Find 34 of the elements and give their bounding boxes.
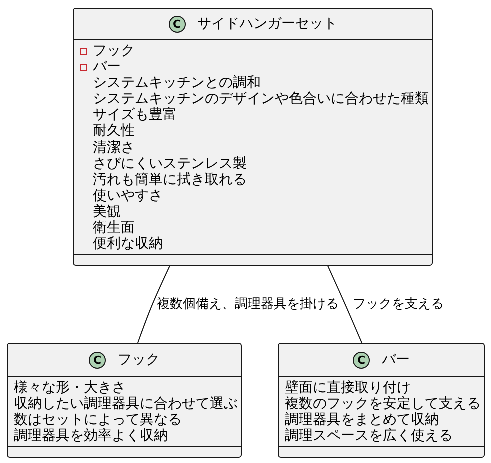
attribute-text: システムキッチンのデザインや色合いに合わせた種類 — [93, 91, 429, 108]
attribute-text: 耐久性 — [93, 123, 135, 140]
class-badge: C — [168, 16, 186, 32]
attribute-text: 汚れも簡単に拭き取れる — [93, 172, 247, 188]
class-box — [73, 8, 433, 266]
class-box — [278, 343, 485, 458]
attribute-text: 収納したい調理器具に合わせて選ぶ — [14, 396, 238, 412]
class-badge: C — [353, 352, 370, 368]
attribute-text: バー — [93, 59, 121, 76]
class-name: フック — [118, 352, 160, 368]
connector-line — [328, 266, 362, 344]
attribute-text: フック — [93, 43, 135, 60]
class-badge: C — [89, 352, 106, 368]
attribute-text: 複数のフックを安定して支える — [285, 396, 481, 412]
attribute-text: 調理器具をまとめて収納 — [285, 412, 439, 428]
attribute-text: 様々な形・大きさ — [14, 380, 126, 396]
class-box — [7, 343, 242, 458]
class-name: バー — [382, 352, 410, 368]
attribute-text: 壁面に直接取り付け — [285, 380, 411, 396]
attribute-text: 美観 — [93, 204, 121, 220]
attribute-text: 数はセットによって異なる — [14, 412, 182, 428]
attribute-text: 使いやすさ — [93, 188, 163, 204]
attribute-text: サイズも豊富 — [93, 107, 177, 124]
attribute-text: 清潔さ — [93, 140, 135, 156]
connector-line — [138, 266, 170, 344]
attribute-text: 調理スペースを広く使える — [285, 428, 453, 444]
class-name: サイドハンガーセット — [198, 16, 338, 32]
attribute-text: システムキッチンとの調和 — [93, 75, 261, 92]
edge-label: フックを支える — [352, 297, 445, 312]
attribute-text: 便利な収納 — [93, 236, 163, 252]
edge-label: 複数個備え、調理器具を掛ける — [156, 297, 340, 312]
attribute-text: 調理器具を効率よく収納 — [14, 428, 168, 444]
attribute-text: さびにくいステンレス製 — [93, 156, 247, 172]
attribute-text: 衛生面 — [93, 220, 135, 236]
